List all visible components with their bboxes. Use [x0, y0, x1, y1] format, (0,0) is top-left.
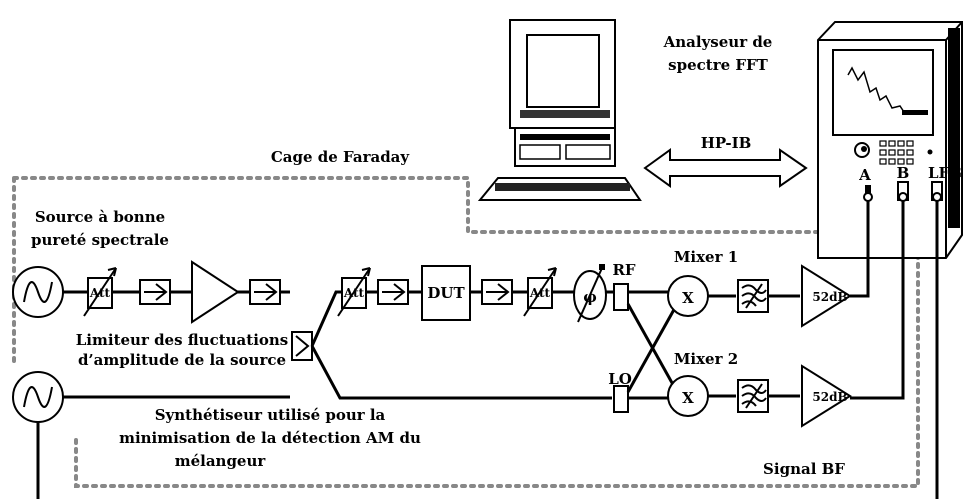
cage-label: Cage de Faraday: [271, 148, 411, 166]
limiter-label-line1: Limiteur des fluctuations: [76, 331, 289, 349]
isolator-2-icon: [249, 279, 281, 305]
attenuator-3: [523, 267, 557, 317]
lo-label: LO: [608, 370, 632, 388]
lf-amplifier-1-icon: [801, 264, 852, 328]
mixer-1-symbol: X: [682, 289, 694, 307]
channel-lfg-label: LFG: [928, 164, 962, 182]
limiter-label-line2: d’amplitude de la source: [78, 351, 286, 369]
fft-analyzer-icon: [817, 21, 963, 259]
channel-b-cable: [850, 200, 905, 400]
synthesizer-oscillator-icon: [12, 371, 64, 423]
source-amplifier-icon: [191, 260, 240, 324]
synth-label-line3: mélangeur: [175, 452, 267, 470]
channel-a-cable: [850, 200, 870, 298]
lf-amplifier-2-icon: [801, 364, 852, 428]
mixer-1-label: Mixer 1: [674, 248, 738, 266]
hp-ib-bus-arrow: [643, 148, 808, 188]
fft-title-line2: spectre FFT: [668, 56, 769, 74]
phase-shifter-icon: [573, 264, 607, 323]
dut-label: DUT: [427, 284, 465, 302]
source-label-line2: pureté spectrale: [31, 231, 169, 249]
synth-label-line2: minimisation de la détection AM du: [119, 429, 421, 447]
fft-title-line1: Analyseur de: [663, 33, 773, 51]
amp-1-gain: 52dB: [812, 290, 847, 304]
mixer-2-label: Mixer 2: [674, 350, 738, 368]
hp-ib-label: HP-IB: [701, 134, 752, 152]
computer-icon: [477, 19, 642, 201]
att-2-label: Att: [343, 286, 365, 300]
dut-box: [421, 265, 471, 321]
synth-label-line1: Synthétiseur utilisé pour la: [155, 406, 386, 424]
lowpass-filter-1-icon: [737, 279, 769, 313]
amp-2-gain: 52dB: [812, 390, 847, 404]
source-oscillator-icon: [12, 266, 64, 318]
rf-label: RF: [612, 261, 635, 279]
signal-bf-label: Signal BF: [763, 460, 845, 478]
lowpass-filter-2-icon: [737, 379, 769, 413]
att-1-label: Att: [89, 286, 111, 300]
attenuator-1: [83, 267, 117, 317]
attenuator-2: [337, 267, 371, 317]
channel-a-label: A: [858, 166, 871, 184]
lo-coupler: [613, 385, 629, 413]
rf-coupler: [613, 283, 629, 311]
isolator-4-icon: [481, 279, 513, 305]
isolator-1-icon: [139, 279, 171, 305]
isolator-3-icon: [377, 279, 409, 305]
source-label-line1: Source à bonne: [35, 208, 165, 226]
att-3-label: Att: [529, 286, 551, 300]
channel-b-label: B: [897, 164, 910, 182]
phase-label: φ: [583, 288, 597, 306]
mixer-2-symbol: X: [682, 389, 694, 407]
